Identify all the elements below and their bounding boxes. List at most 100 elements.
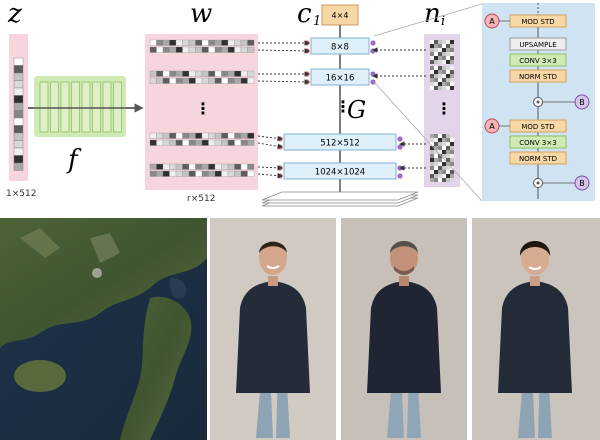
noise-pixel: [442, 66, 446, 70]
w-cell: [221, 46, 229, 53]
noise-pixel: [430, 66, 434, 70]
noise-pixel: [438, 44, 442, 48]
noise-pixel: [438, 60, 442, 64]
w-cell: [214, 46, 222, 53]
noise-pixel: [450, 48, 454, 52]
z-label: z: [7, 0, 22, 29]
detail-box: [509, 135, 567, 149]
w-cell: [195, 163, 203, 170]
w-cell: [149, 163, 157, 170]
noise-pixel: [438, 78, 442, 82]
n-sub: i: [441, 14, 445, 29]
noise-pixel: [430, 154, 434, 158]
noise-pixel: [446, 138, 450, 142]
b-node: [396, 143, 404, 151]
detail-box: [509, 69, 567, 83]
noise-pixel: [438, 170, 442, 174]
z-vector: [13, 57, 24, 171]
mapping-layer: [71, 81, 80, 133]
noise-pixel: [446, 174, 450, 178]
noise-pixel: [434, 146, 438, 150]
noise-pixel: [442, 70, 446, 74]
w-cell: [227, 39, 235, 46]
w-cell: [195, 77, 203, 84]
add-node-dot: [536, 181, 540, 185]
w-cell: [214, 39, 222, 46]
noise-pixel: [442, 174, 446, 178]
w-cell: [221, 39, 229, 46]
noise-pixel: [438, 86, 442, 90]
w-cell: [156, 46, 164, 53]
noise-pixel: [430, 52, 434, 56]
w-cell: [240, 170, 248, 177]
zoom-line-bottom: [373, 81, 483, 202]
w-matrix: [149, 39, 255, 177]
detail-box-label: CONV 3×3: [519, 139, 556, 147]
noise-pixel: [450, 162, 454, 166]
f-label: f: [66, 145, 82, 175]
w-cell: [175, 139, 183, 146]
w-cell: [149, 170, 157, 177]
w-cell: [227, 77, 235, 84]
noise-pixel: [450, 142, 454, 146]
w-cell: [162, 77, 170, 84]
c1-label: c: [297, 0, 312, 29]
synthesis-block-label: 16×16: [326, 74, 355, 84]
noise-pixel: [430, 138, 434, 142]
noise-pixel: [438, 74, 442, 78]
noise-pixel: [446, 60, 450, 64]
n-label: n: [424, 0, 441, 29]
noise-pixel: [450, 78, 454, 82]
w-cell: [169, 46, 177, 53]
z-cell: [13, 125, 24, 134]
w-cell: [208, 132, 216, 139]
b-node: [396, 172, 404, 180]
noise-pixel: [438, 146, 442, 150]
noise-pixel: [442, 86, 446, 90]
noise-pixel: [430, 146, 434, 150]
w-dim-label: r×512: [187, 194, 215, 204]
w-cell: [195, 70, 203, 77]
detail-box: [509, 151, 567, 165]
noise-pixel: [438, 52, 442, 56]
noise-pixel: [438, 56, 442, 60]
noise-pixel: [438, 40, 442, 44]
detail-box-label: UPSAMPLE: [519, 41, 556, 49]
noise-pixel: [438, 82, 442, 86]
noise-pixel: [450, 134, 454, 138]
noise-pixel: [438, 178, 442, 182]
noise-pixel: [430, 142, 434, 146]
noise-pixel: [442, 56, 446, 60]
w-cell: [162, 46, 170, 53]
w-cell: [188, 163, 196, 170]
noise-pixel: [450, 60, 454, 64]
noise-pixel: [442, 48, 446, 52]
w-cell: [188, 77, 196, 84]
noise-pixel: [450, 86, 454, 90]
w-cell: [175, 132, 183, 139]
w-connector: [257, 48, 310, 54]
w-cell: [234, 46, 242, 53]
mapping-layer: [102, 81, 112, 133]
w-cell: [162, 163, 170, 170]
detail-box-label: MOD STD: [521, 18, 554, 26]
noise-pixel: [442, 74, 446, 78]
noise-pixel: [442, 154, 446, 158]
noise-pixel: [446, 134, 450, 138]
noise-pixel: [430, 170, 434, 174]
w-label: w: [190, 0, 212, 29]
a-node: [276, 164, 284, 172]
noise-pixel: [430, 44, 434, 48]
noise-pixel: [442, 44, 446, 48]
w-cell: [162, 70, 170, 77]
noise-pixel: [438, 150, 442, 154]
w-cell: [162, 139, 170, 146]
b-node: [369, 47, 377, 55]
mapping-layer: [113, 81, 122, 133]
noise-pixel: [442, 162, 446, 166]
detail-box-label: NORM STD: [519, 73, 557, 81]
noise-pixel: [442, 170, 446, 174]
w-cell: [156, 139, 164, 146]
noise-pixel: [442, 178, 446, 182]
noise-pixel: [442, 138, 446, 142]
